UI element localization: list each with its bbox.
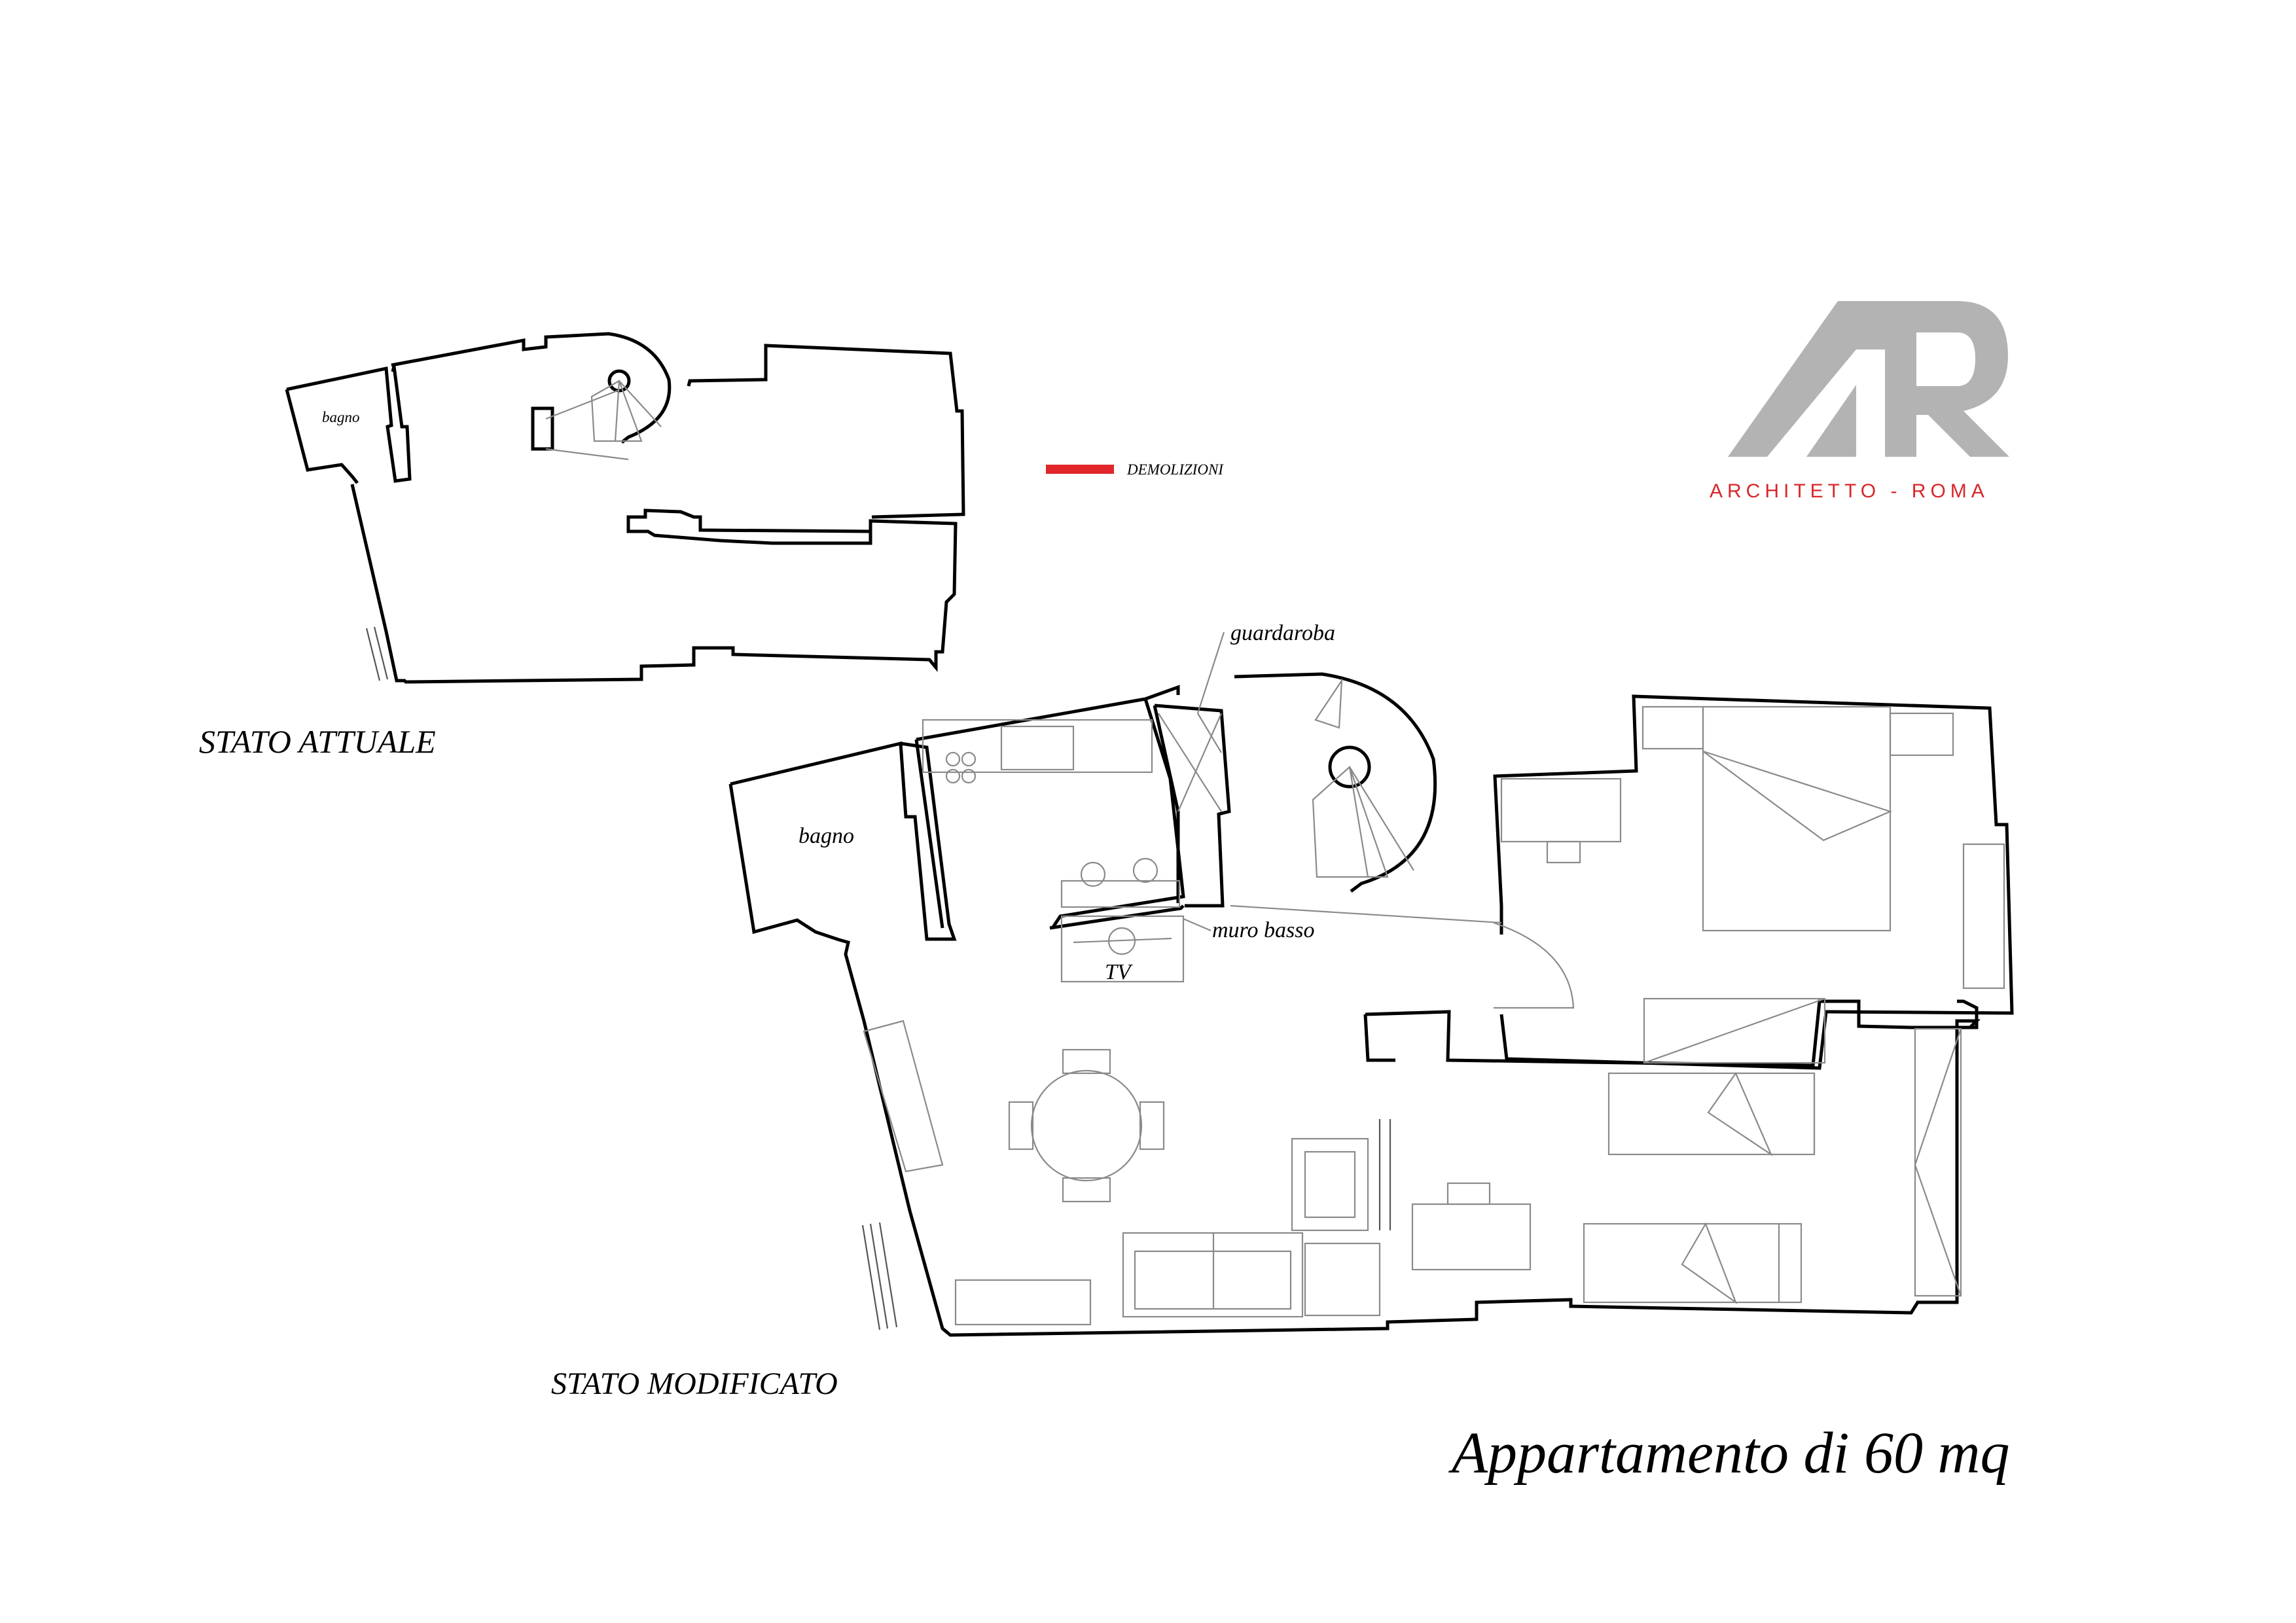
kitchen-sink	[1000, 725, 1075, 771]
current-plan-caption: STATO ATTUALE	[199, 723, 436, 760]
armchair-seat	[1304, 1150, 1356, 1219]
modified-spiral-stair-core	[1328, 745, 1371, 789]
side-table	[1304, 1242, 1381, 1317]
current-spiral-stair-steps	[590, 380, 662, 442]
desk	[1411, 1203, 1532, 1271]
modified-stair-enclosure	[1234, 672, 1437, 893]
bedside-table-right	[1889, 712, 1954, 757]
modified-low-wall-leader	[1183, 918, 1211, 932]
modified-wardrobe-label: guardaroba	[1230, 621, 1335, 645]
dining-chair-east	[1139, 1101, 1165, 1150]
current-outer-wall-south	[350, 484, 958, 684]
modified-bedroom-walls	[1493, 694, 2014, 1070]
tv-line	[1073, 937, 1172, 944]
bed-blanket	[1702, 750, 1893, 842]
current-bathroom-label: bagno	[322, 409, 360, 425]
modified-bathroom-label: bagno	[798, 824, 854, 848]
stove-burner-4	[961, 768, 977, 784]
bedroom-desk	[1500, 777, 1622, 843]
current-window	[365, 626, 389, 681]
single-bed-1-blanket	[1707, 1071, 1816, 1156]
demolition-swatch	[1046, 465, 1114, 474]
dining-table	[1030, 1069, 1143, 1182]
modified-kitchen-walls	[914, 685, 1185, 929]
armchair	[1291, 1137, 1369, 1232]
current-outer-wall-east	[687, 344, 965, 519]
stove-burner-1	[945, 751, 961, 767]
bedroom-wardrobe	[1962, 843, 2005, 990]
stove-burner-3	[945, 768, 961, 784]
dining-chair-west	[1008, 1101, 1034, 1150]
bedroom-chair	[1546, 840, 1581, 864]
modified-outer-wall-west	[838, 938, 1981, 1337]
plan-current: bagno	[285, 332, 965, 684]
plan-modified: bagno guardaroba muro basso TV	[728, 621, 2014, 1337]
current-column	[531, 406, 554, 451]
modified-middle-partition	[1363, 999, 1979, 1067]
demolition-label: DEMOLIZIONI	[1126, 461, 1224, 478]
current-outer-wall-north	[391, 332, 672, 444]
single-bed-1	[1607, 1072, 1816, 1156]
floor-lamp	[1378, 1119, 1391, 1230]
modified-tv-label: TV	[1105, 960, 1134, 984]
living-wall-shelf	[863, 1020, 944, 1173]
modified-low-wall-label: muro basso	[1212, 918, 1315, 942]
stove-burner-2	[961, 751, 977, 767]
architetto-roma-logo: ARCHITETTO - ROMA	[1710, 301, 2009, 502]
modified-low-wall	[1049, 904, 1185, 930]
logo-wordmark: ARCHITETTO - ROMA	[1710, 480, 1989, 502]
bedside-table-left	[1641, 705, 1704, 750]
bedroom-closet-diagonal	[1643, 997, 1825, 1064]
bed	[1702, 705, 1892, 932]
modified-plan-caption: STATO MODIFICATO	[551, 1366, 838, 1401]
dining-chair-south	[1062, 1177, 1111, 1203]
current-thin-lines	[545, 389, 629, 461]
bedroom-closet	[1643, 997, 1826, 1064]
modified-window	[861, 1222, 898, 1330]
single-bed-2-blanket	[1681, 1222, 1780, 1304]
modified-bathroom-walls	[728, 741, 957, 942]
modified-wardrobe-diagonals	[1158, 713, 1223, 812]
logo-mark	[1728, 301, 2009, 457]
living-cabinet	[954, 1279, 1092, 1326]
single-bed-2	[1583, 1222, 1803, 1304]
desk-chair	[1446, 1182, 1491, 1205]
second-room-wardrobe	[1914, 1027, 1962, 1297]
tv-unit	[1060, 915, 1185, 983]
kitchen-stool-1	[1080, 861, 1106, 887]
kitchen-table	[1060, 880, 1181, 908]
legend: DEMOLIZIONI	[1046, 461, 1224, 478]
sofa-seat	[1134, 1233, 1292, 1310]
sheet-title: Appartamento di 60 mq	[1448, 1421, 2009, 1486]
modified-spiral-stair-steps	[1312, 678, 1414, 878]
dining-chair-north	[1062, 1048, 1111, 1075]
kitchen-counter	[922, 719, 1153, 774]
current-bathroom-box	[285, 389, 359, 484]
current-bathroom-walls	[286, 366, 412, 483]
modified-bedroom-door	[1493, 921, 1575, 1009]
modified-stair-to-bedroom-line	[1230, 904, 1502, 924]
kitchen-stool-2	[1132, 857, 1158, 883]
modified-wardrobe-leader	[1196, 632, 1225, 714]
